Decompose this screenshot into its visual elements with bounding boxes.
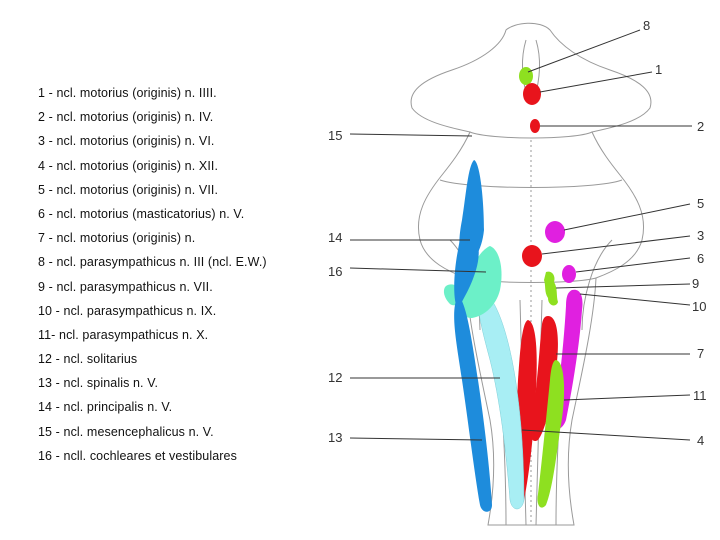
nucleus-11 xyxy=(537,360,565,508)
legend-item-4: 4 - ncl. motorius (originis) n. XII. xyxy=(38,158,219,173)
nucleus-9 xyxy=(544,271,558,306)
nucleus-13 xyxy=(454,296,492,512)
legend-item-16: 16 - ncll. cochleares et vestibulares xyxy=(38,448,237,463)
callout-13: 13 xyxy=(328,430,342,445)
legend-item-12: 12 - ncl. solitarius xyxy=(38,352,138,367)
legend-item-1: 1 - ncl. motorius (originis) n. IIII. xyxy=(38,86,217,100)
nucleus-16 xyxy=(458,246,502,318)
nucleus-1 xyxy=(523,83,541,105)
nucleus-12 xyxy=(477,289,525,510)
callout-9: 9 xyxy=(692,276,699,291)
legend-item-10: 10 - ncl. parasympathicus n. IX. xyxy=(38,303,217,318)
legend-item-2: 2 - ncl. motorius (originis) n. IV. xyxy=(38,110,214,125)
callout-6: 6 xyxy=(697,251,704,266)
callout-8: 8 xyxy=(643,18,650,33)
legend-item-14: 14 - ncl. principalis n. V. xyxy=(38,400,173,415)
nucleus-14 xyxy=(454,230,479,310)
callout-7: 7 xyxy=(697,346,704,361)
callout-labels-right: 8 1 2 5 3 6 9 10 7 11 4 xyxy=(643,18,707,448)
callout-10: 10 xyxy=(692,299,706,314)
callout-15: 15 xyxy=(328,128,342,143)
callout-2: 2 xyxy=(697,119,704,134)
callout-labels-left: 15 14 16 12 13 xyxy=(328,128,342,445)
legend-item-5: 5 - ncl. motorius (originis) n. VII. xyxy=(38,182,219,197)
nucleus-2 xyxy=(530,119,540,133)
callout-14: 14 xyxy=(328,230,342,245)
legend-item-3: 3 - ncl. motorius (originis) n. VI. xyxy=(38,134,215,149)
nucleus-5 xyxy=(545,221,565,243)
legend: 1 - ncl. motorius (originis) n. IIII. 2 … xyxy=(38,86,338,473)
legend-item-15: 15 - ncl. mesencephalicus n. V. xyxy=(38,424,214,439)
legend-item-8: 8 - ncl. parasympathicus n. III (ncl. E.… xyxy=(38,255,267,270)
legend-item-9: 9 - ncl. parasympathicus n. VII. xyxy=(38,279,213,294)
legend-item-7: 7 - ncl. motorius (originis) n. xyxy=(38,231,196,246)
callout-5: 5 xyxy=(697,196,704,211)
legend-item-11: 11- ncl. parasympathicus n. X. xyxy=(38,327,209,342)
leader-lines-left xyxy=(349,133,500,441)
nucleus-3 xyxy=(522,245,542,267)
legend-item-13: 13 - ncl. spinalis n. V. xyxy=(38,376,159,391)
callout-12: 12 xyxy=(328,370,342,385)
nuclei xyxy=(443,67,583,512)
callout-11: 11 xyxy=(693,388,707,403)
leader-lines-right xyxy=(521,29,692,441)
nucleus-6 xyxy=(562,265,576,283)
callout-4: 4 xyxy=(697,433,704,448)
callout-3: 3 xyxy=(697,228,704,243)
nucleus-8 xyxy=(519,67,533,85)
brainstem-outline xyxy=(410,22,652,526)
callout-16: 16 xyxy=(328,264,342,279)
legend-item-6: 6 - ncl. motorius (masticatorius) n. V. xyxy=(38,206,245,221)
nucleus-7 xyxy=(530,316,558,442)
callout-1: 1 xyxy=(655,62,662,77)
